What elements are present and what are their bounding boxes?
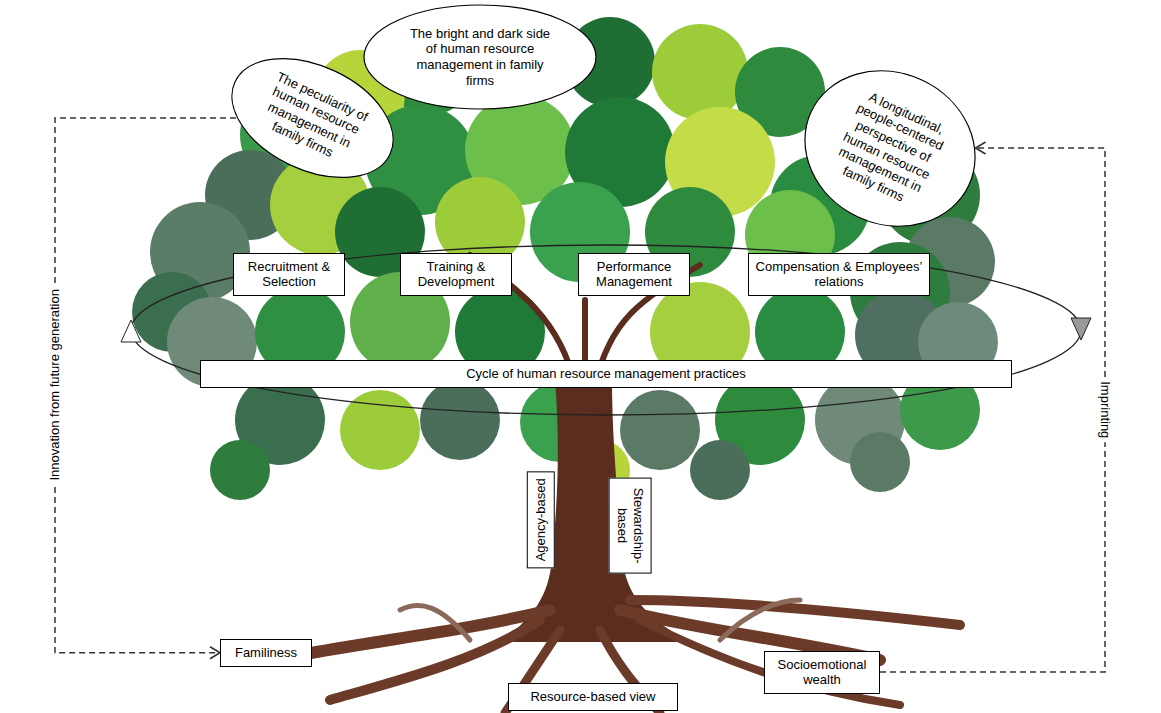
node-text: Agency-based [532,478,548,561]
root [400,605,470,640]
edge-label: Imprinting [1097,377,1113,442]
practice-box: Performance Management [578,253,690,296]
cycle-band: Cycle of human resource management pract… [200,360,1012,388]
roots [300,600,960,713]
node-text: Socioemotional wealth [771,657,873,688]
node-text: Training & Development [407,259,505,290]
node-text: The bright and dark side of human resour… [405,26,555,88]
root-box: Resource-based view [508,683,678,711]
node-text: Performance Management [585,259,683,290]
leaf-blob [652,24,748,120]
theme-ellipse: The bright and dark side of human resour… [363,4,597,110]
node-text: Recruitment & Selection [240,259,338,290]
leaf-blob [850,432,910,492]
ellipse-outline [364,5,596,109]
root [720,600,800,640]
practice-cycle [121,245,1091,415]
root [630,600,960,625]
practice-box: Training & Development [400,253,512,296]
leaf-blob [620,390,700,470]
edge-label: Innovation from future generation [47,285,63,485]
leaf-blob [210,440,270,500]
dashed-arrow [880,148,1105,672]
root [640,620,900,705]
leaf-blob [690,440,750,500]
node-text: Stewardship-based [614,484,645,566]
practice-box: Recruitment & Selection [233,253,345,296]
theory-box: Agency-based [526,471,554,568]
node-text: Familiness [227,645,305,661]
leaf-blob [420,380,500,460]
ellipse-outline [779,43,1001,253]
cycle-arrowhead [1071,318,1091,340]
cycle-ring [131,245,1081,415]
practice-box: Compensation & Employees’ relations [748,253,930,296]
cycle-arrowhead [121,320,141,342]
node-text: Resource-based view [515,689,671,705]
root-box: Socioemotional wealth [764,651,880,694]
theory-box: Stewardship-based [608,477,651,573]
node-text: Cycle of human resource management pract… [207,366,1005,382]
root-box: Familiness [220,639,312,667]
node-text: Compensation & Employees’ relations [755,259,923,290]
